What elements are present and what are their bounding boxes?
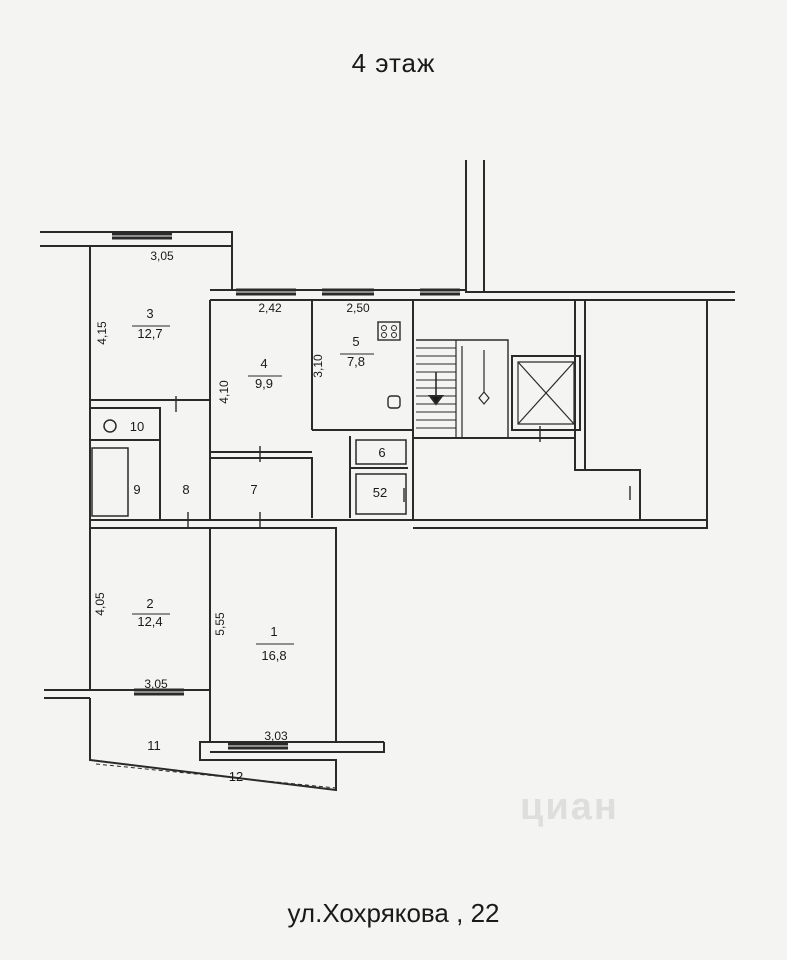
room-6-id: 6 xyxy=(378,445,385,460)
room-52-id: 52 xyxy=(373,485,387,500)
dim-room5-height: 3,10 xyxy=(311,354,325,378)
floor-title: 4 этаж xyxy=(351,48,436,78)
dim-room2-width: 3,05 xyxy=(144,677,168,691)
dim-room1-width: 3,03 xyxy=(264,729,288,743)
room-1-area: 16,8 xyxy=(261,648,286,663)
dim-room4-width: 2,42 xyxy=(258,301,282,315)
room-4-area: 9,9 xyxy=(255,376,273,391)
room-1-id: 1 xyxy=(270,624,277,639)
room-2-area: 12,4 xyxy=(137,614,162,629)
room-5-area: 7,8 xyxy=(347,354,365,369)
room-11-id: 11 xyxy=(147,738,161,753)
address-label: ул.Хохрякова , 22 xyxy=(287,898,500,928)
dim-room1-height: 5,55 xyxy=(213,612,227,636)
dim-room2-height: 4,05 xyxy=(93,592,107,616)
dim-room4-height: 4,10 xyxy=(217,380,231,404)
room-9-id: 9 xyxy=(133,482,140,497)
room-10-id: 10 xyxy=(130,419,144,434)
dim-room5-width: 2,50 xyxy=(346,301,370,315)
shaft-wall xyxy=(465,160,485,293)
room-8-id: 8 xyxy=(182,482,189,497)
room-2-id: 2 xyxy=(146,596,153,611)
room-3-area: 12,7 xyxy=(137,326,162,341)
room-4-id: 4 xyxy=(260,356,267,371)
dim-room3-width: 3,05 xyxy=(150,249,174,263)
room-5-id: 5 xyxy=(352,334,359,349)
room-12-id: 12 xyxy=(229,769,243,784)
room-7-id: 7 xyxy=(250,482,257,497)
room-3-id: 3 xyxy=(146,306,153,321)
dim-room3-height: 4,15 xyxy=(95,321,109,345)
